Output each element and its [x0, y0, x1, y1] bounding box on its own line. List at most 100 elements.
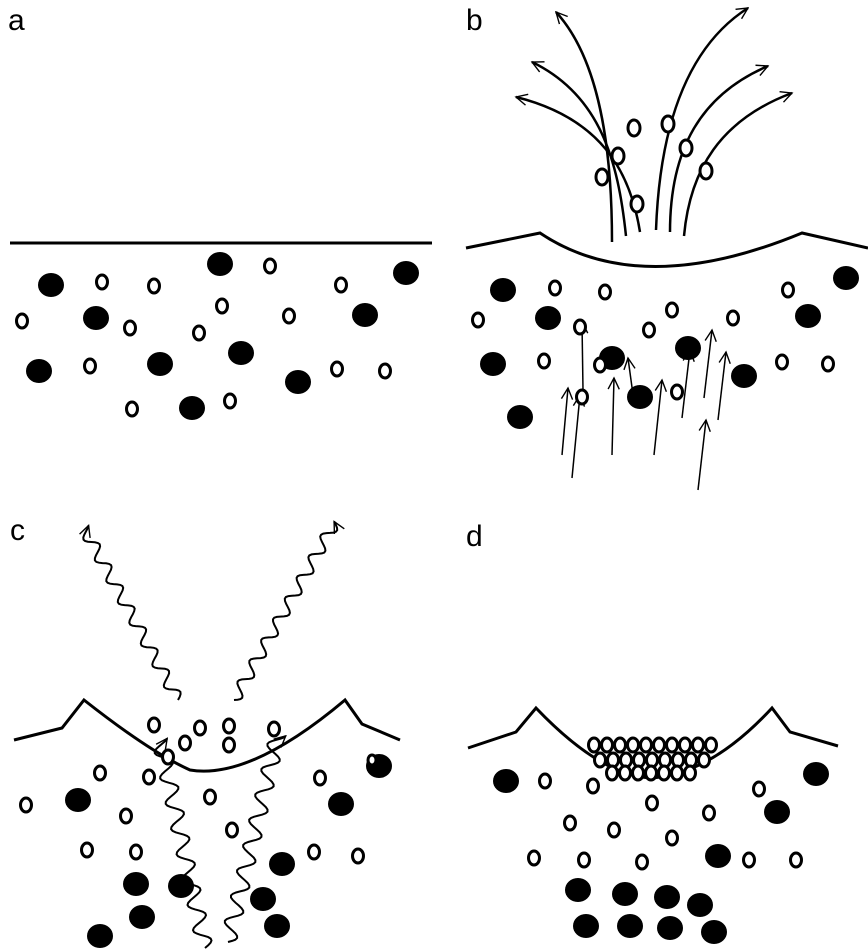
hollow-particle — [336, 278, 347, 292]
flow-arrow — [682, 350, 690, 418]
panel-label-b: b — [466, 4, 483, 37]
hollow-particle — [693, 738, 704, 752]
hollow-particle — [21, 798, 32, 812]
hollow-particle — [783, 283, 794, 297]
hollow-particle — [600, 285, 611, 299]
solid-particle — [654, 885, 680, 909]
solid-particle — [129, 905, 155, 929]
hollow-particle — [659, 766, 670, 780]
crater-surface — [14, 700, 400, 771]
hollow-particle — [284, 309, 295, 323]
hollow-particle — [777, 355, 788, 369]
solid-particle — [83, 306, 109, 330]
solid-particle — [147, 352, 173, 376]
hollow-particle — [704, 806, 715, 820]
hollow-particle — [180, 736, 191, 750]
hollow-particle — [672, 385, 683, 399]
hollow-particle — [353, 849, 364, 863]
hollow-particle — [577, 390, 588, 404]
panel-b — [466, 8, 868, 490]
flow-arrow — [572, 395, 580, 478]
hollow-particle — [97, 275, 108, 289]
flow-arrow — [654, 380, 662, 455]
hollow-particle — [309, 845, 320, 859]
solid-particle — [675, 336, 701, 360]
hollow-particle — [754, 782, 765, 796]
solid-particle — [764, 800, 790, 824]
hollow-particle — [633, 766, 644, 780]
hollow-particle — [644, 323, 655, 337]
surface-curve — [466, 233, 868, 267]
hollow-particle — [332, 362, 343, 376]
solid-particle — [731, 364, 757, 388]
hollow-particle — [641, 738, 652, 752]
solid-particle — [701, 920, 727, 944]
hollow-particle — [589, 738, 600, 752]
panel-label-a: a — [8, 4, 25, 37]
particle-group-d — [493, 738, 829, 944]
hollow-particle — [205, 790, 216, 804]
hollow-particle — [680, 738, 691, 752]
hollow-particle — [265, 259, 276, 273]
ejection-streamlines — [516, 8, 792, 242]
solid-particle — [480, 352, 506, 376]
hollow-particle — [149, 718, 160, 732]
solid-particle — [657, 916, 683, 940]
hollow-particle — [699, 753, 710, 767]
solid-particle — [285, 370, 311, 394]
solid-particle — [565, 878, 591, 902]
hollow-particle — [646, 766, 657, 780]
flow-arrow — [718, 352, 726, 420]
solid-particle — [65, 788, 91, 812]
flow-arrow — [704, 330, 712, 398]
solid-particle — [493, 769, 519, 793]
hollow-particle — [225, 394, 236, 408]
hollow-particle — [791, 853, 802, 867]
hollow-particle — [194, 326, 205, 340]
solid-particle — [705, 844, 731, 868]
hollow-particle — [631, 196, 643, 212]
hollow-particle — [680, 140, 692, 156]
solid-particle — [393, 261, 419, 285]
hollow-particle — [125, 321, 136, 335]
hollow-particle — [195, 721, 206, 735]
hollow-particle — [579, 853, 590, 867]
solid-particle — [87, 924, 113, 948]
hollow-particle — [609, 823, 620, 837]
hollow-particle — [637, 855, 648, 869]
solid-particle — [803, 762, 829, 786]
wave-path — [83, 526, 180, 701]
hollow-particle — [269, 722, 280, 736]
hollow-particle — [149, 279, 160, 293]
hollow-particle — [224, 719, 235, 733]
solid-particle — [833, 266, 859, 290]
hollow-particle — [121, 809, 132, 823]
solid-particle — [352, 303, 378, 327]
hollow-particle — [620, 766, 631, 780]
flow-arrow — [698, 420, 706, 490]
hollow-particle — [217, 299, 228, 313]
hollow-particle — [628, 120, 640, 136]
solid-particle — [627, 385, 653, 409]
hollow-particle — [131, 845, 142, 859]
hollow-particle — [17, 314, 28, 328]
hollow-particle — [540, 774, 551, 788]
solid-particle — [250, 887, 276, 911]
solid-particle — [38, 273, 64, 297]
solid-particle — [687, 893, 713, 917]
solid-particle — [535, 306, 561, 330]
hollow-particle — [565, 816, 576, 830]
hollow-particle — [85, 359, 96, 373]
solid-particle — [328, 792, 354, 816]
hollow-particle — [654, 738, 665, 752]
hollow-particle — [127, 402, 138, 416]
hollow-particle — [596, 169, 608, 185]
hollow-particle — [595, 358, 606, 372]
hollow-particle — [823, 357, 834, 371]
solid-particle — [179, 396, 205, 420]
solid-particle — [123, 872, 149, 896]
hollow-particle — [227, 823, 238, 837]
hollow-particle — [224, 738, 235, 752]
flow-arrow — [612, 378, 614, 455]
panel-d — [468, 708, 838, 944]
